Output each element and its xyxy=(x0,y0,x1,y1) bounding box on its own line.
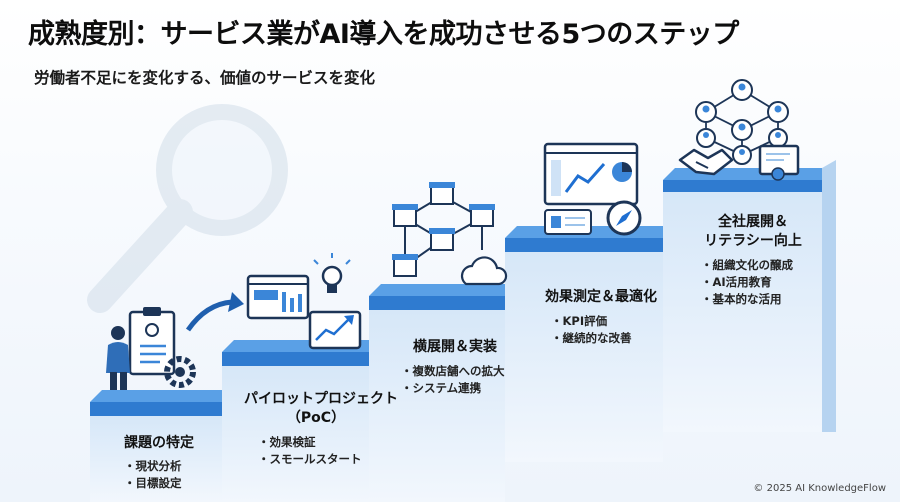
step-5-title: 全社展開＆ xyxy=(718,214,788,230)
handshake-icon xyxy=(678,148,734,176)
magnifier-icon xyxy=(87,104,288,313)
dashboard-icon xyxy=(246,274,310,320)
step-2-item: 効果検証 xyxy=(258,434,388,451)
step-4-item: 継続的な改善 xyxy=(551,330,657,347)
step-4-label: 効果測定＆最適化 KPI評価 継続的な改善 xyxy=(545,288,657,347)
step-5-item: 基本的な活用 xyxy=(701,291,813,308)
step-5-label: 全社展開＆ リテラシー向上 組織文化の醸成 AI活用教育 基本的な活用 xyxy=(693,213,813,308)
analytics-dashboard-icon xyxy=(543,142,639,235)
step-4-item: KPI評価 xyxy=(551,313,657,330)
compass-icon xyxy=(606,200,642,236)
step-3-item: システム連携 xyxy=(401,380,505,397)
copyright-text: © 2025 AI KnowledgeFlow xyxy=(753,483,886,494)
certificate-icon xyxy=(758,144,800,181)
store-network-icon xyxy=(392,182,495,277)
step-4-title: 効果測定＆最適化 xyxy=(545,289,657,305)
gear-icon xyxy=(164,356,196,388)
lightbulb-icon xyxy=(313,253,351,293)
step-1-item: 目標設定 xyxy=(124,475,194,492)
step-3-block xyxy=(369,284,505,502)
step-5-item: AI活用教育 xyxy=(701,274,813,291)
step-1-label: 課題の特定 現状分析 目標設定 xyxy=(124,434,194,492)
step-2-item: スモールスタート xyxy=(258,451,388,468)
step-1-title: 課題の特定 xyxy=(124,435,194,451)
step-2-title: パイロットプロジェクト xyxy=(244,391,398,407)
people-network-icon xyxy=(695,79,789,165)
clipboard-person-icon xyxy=(106,307,176,390)
arrow-icon xyxy=(185,292,244,332)
step-2-block xyxy=(222,340,369,502)
step-3-title: 横展開＆実装 xyxy=(413,339,497,355)
cloud-icon xyxy=(460,256,508,286)
step-5-title-sub: リテラシー向上 xyxy=(704,233,802,249)
step-5-item: 組織文化の醸成 xyxy=(701,257,813,274)
step-2-title-sub: （PoC） xyxy=(286,410,346,426)
step-2-label: パイロットプロジェクト （PoC） 効果検証 スモールスタート xyxy=(244,390,398,468)
page-subtitle: 労働者不足にを変化する、価値のサービスを変化 xyxy=(34,69,376,87)
page-title: 成熟度別：サービス業がAI導入を成功させる5つのステップ xyxy=(28,19,739,50)
step-1-item: 現状分析 xyxy=(124,458,194,475)
step-3-label: 横展開＆実装 複数店舗への拡大 システム連携 xyxy=(401,338,505,397)
step-3-item: 複数店舗への拡大 xyxy=(401,363,505,380)
chart-icon xyxy=(308,310,362,350)
step-4-block xyxy=(505,226,663,462)
